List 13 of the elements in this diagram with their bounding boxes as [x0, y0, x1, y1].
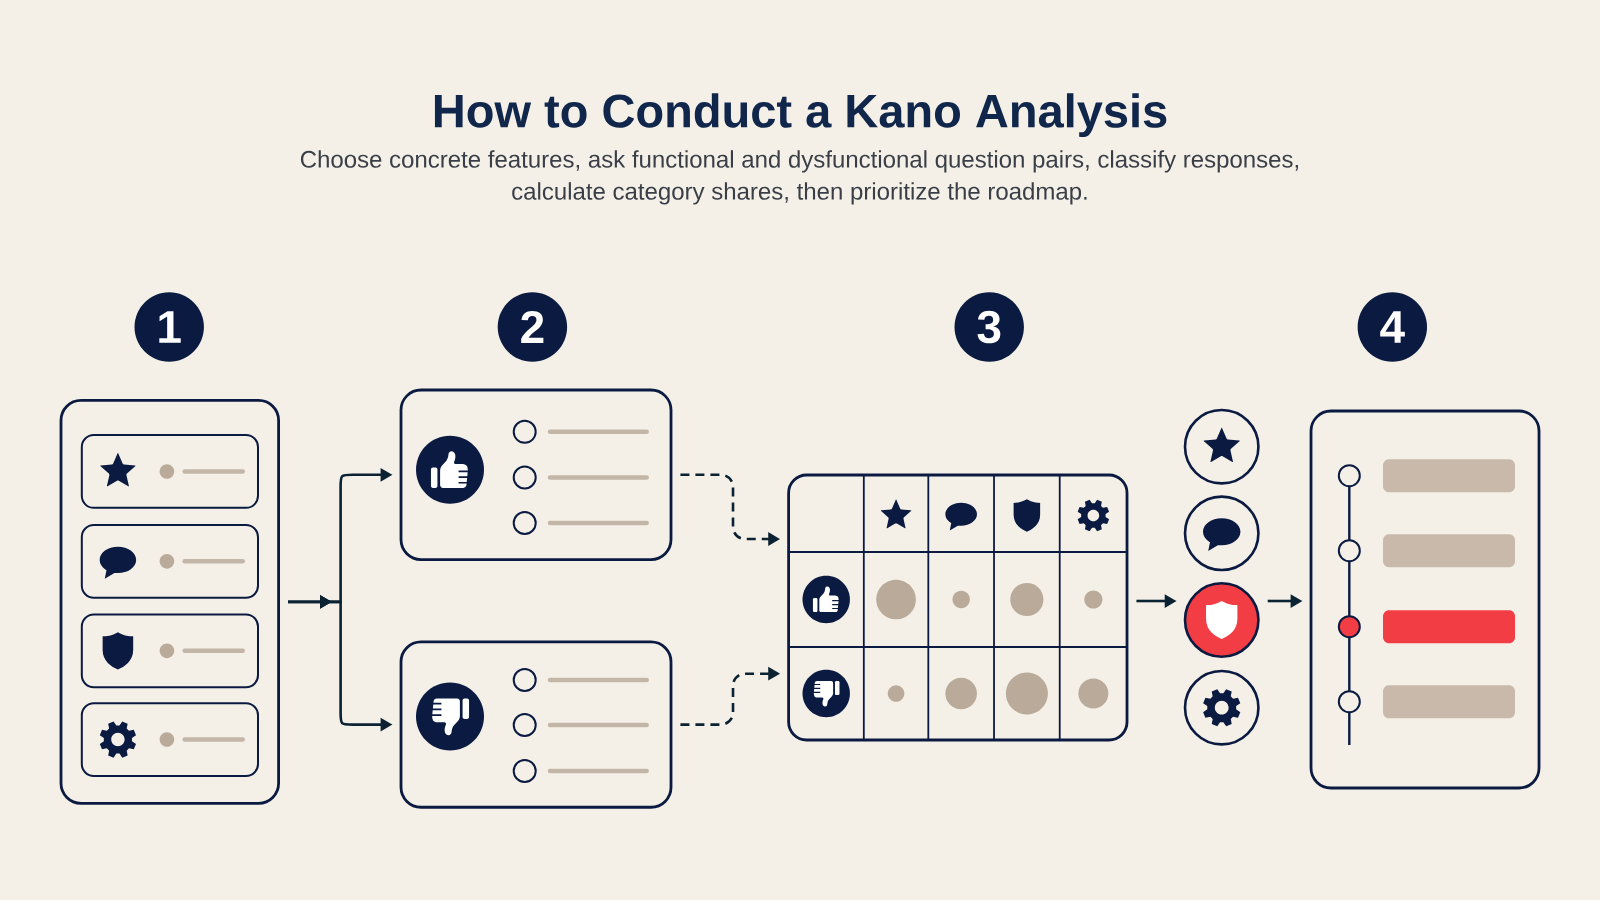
step-badge: 4	[1357, 292, 1427, 362]
roadmap-bar	[1383, 610, 1515, 644]
roadmap-bar	[1383, 534, 1515, 568]
feature-card	[80, 702, 259, 777]
feature-card	[80, 523, 259, 599]
step-badge: 2	[497, 292, 568, 362]
title: How to Conduct a Kano Analysis	[434, 93, 1167, 138]
roadmap-bar	[1383, 459, 1515, 493]
feature-card	[80, 434, 259, 509]
roadmap-bar	[1383, 685, 1515, 719]
step-badge: 1	[134, 292, 204, 362]
subtitle: Choose concrete features, ask functional and dysfunctional question pairs, classify responses, calculate category shares, then prioritize the roadmap.	[300, 150, 1298, 205]
step-badge: 3	[954, 292, 1024, 362]
